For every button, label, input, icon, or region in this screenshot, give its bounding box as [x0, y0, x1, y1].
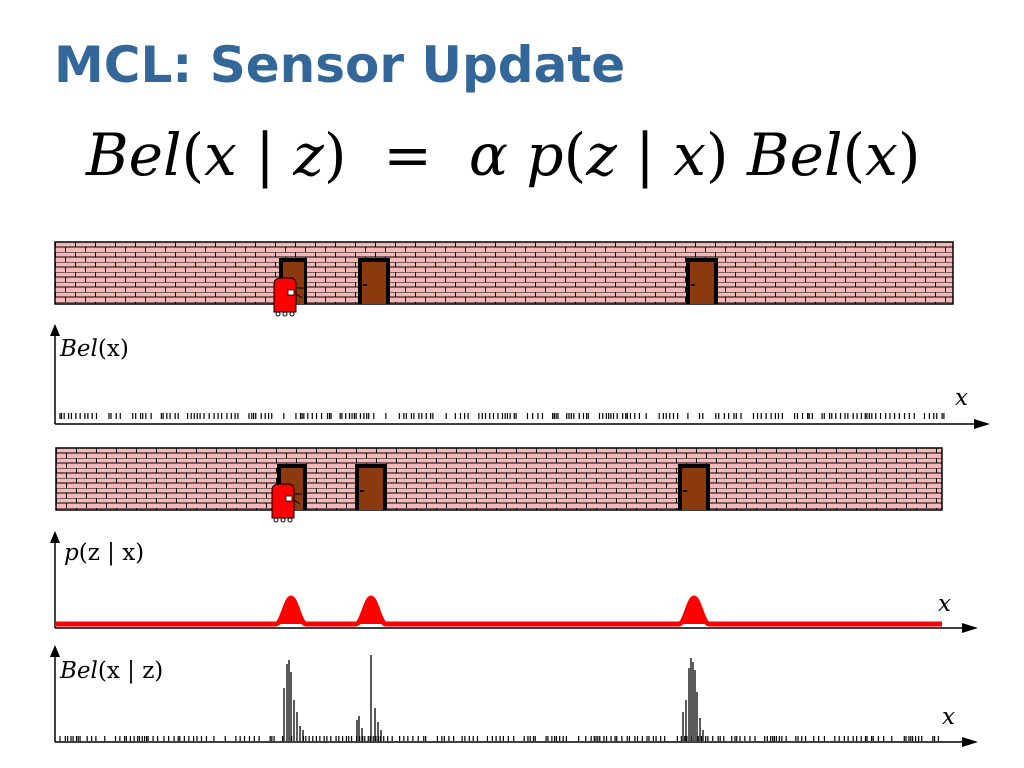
xlabel-prior: x: [955, 385, 968, 411]
eq-x: x: [865, 121, 898, 189]
eq-paren: ): [897, 121, 921, 189]
likelihood-peak: [276, 598, 306, 624]
x-axis-arrow: [962, 737, 978, 747]
x-axis-arrow: [974, 419, 990, 429]
eq-bel-lhs: Bel: [86, 121, 182, 189]
x-axis-arrow: [962, 623, 978, 633]
y-axis-arrow: [50, 645, 60, 657]
eq-p: p: [508, 121, 564, 189]
door: [678, 464, 710, 510]
y-axis-arrow: [50, 324, 60, 336]
equation: Bel(x | z) = α p(z | x) Bel(x): [86, 126, 921, 184]
ylabel-likelihood: p(z | x): [64, 540, 144, 566]
door: [355, 464, 387, 510]
panel-likelihood: p(z | x) x: [50, 531, 978, 633]
eq-alpha: α: [468, 121, 508, 189]
likelihood-peak: [356, 598, 386, 624]
eq-paren: (: [181, 121, 205, 189]
particle-set-prior: [59, 413, 945, 419]
slide-title: MCL: Sensor Update: [54, 36, 626, 94]
eq-x: x: [673, 121, 706, 189]
brick-wall: [55, 447, 943, 511]
ylabel-posterior: Bel(x | z): [59, 658, 163, 684]
eq-bar: |: [616, 121, 674, 189]
eq-paren: (: [563, 121, 587, 189]
y-axis-arrow: [50, 531, 60, 543]
eq-bar: |: [236, 121, 294, 189]
brick-wall: [54, 241, 954, 305]
eq-z: z: [293, 121, 324, 189]
eq-paren: (: [842, 121, 866, 189]
eq-equals: =: [346, 121, 469, 189]
robot-icon: [271, 483, 302, 523]
likelihood-curve: [55, 595, 942, 627]
door: [686, 258, 718, 304]
panel-prior: Bel(x) x: [50, 324, 990, 429]
eq-bel-rhs: Bel: [728, 121, 843, 189]
likelihood-peak: [679, 598, 709, 624]
robot-icon: [273, 277, 304, 317]
xlabel-posterior: x: [942, 704, 955, 730]
eq-x: x: [204, 121, 237, 189]
door: [358, 258, 390, 304]
particle-set-posterior: [59, 655, 939, 741]
wall-scene-1: [54, 241, 954, 317]
eq-paren: ): [323, 121, 347, 189]
panel-posterior: Bel(x | z) x: [50, 645, 978, 747]
eq-z: z: [586, 121, 617, 189]
wall-scene-2: [55, 447, 943, 523]
ylabel-prior: Bel(x): [59, 336, 129, 362]
xlabel-likelihood: x: [938, 591, 951, 617]
eq-paren: ): [705, 121, 729, 189]
